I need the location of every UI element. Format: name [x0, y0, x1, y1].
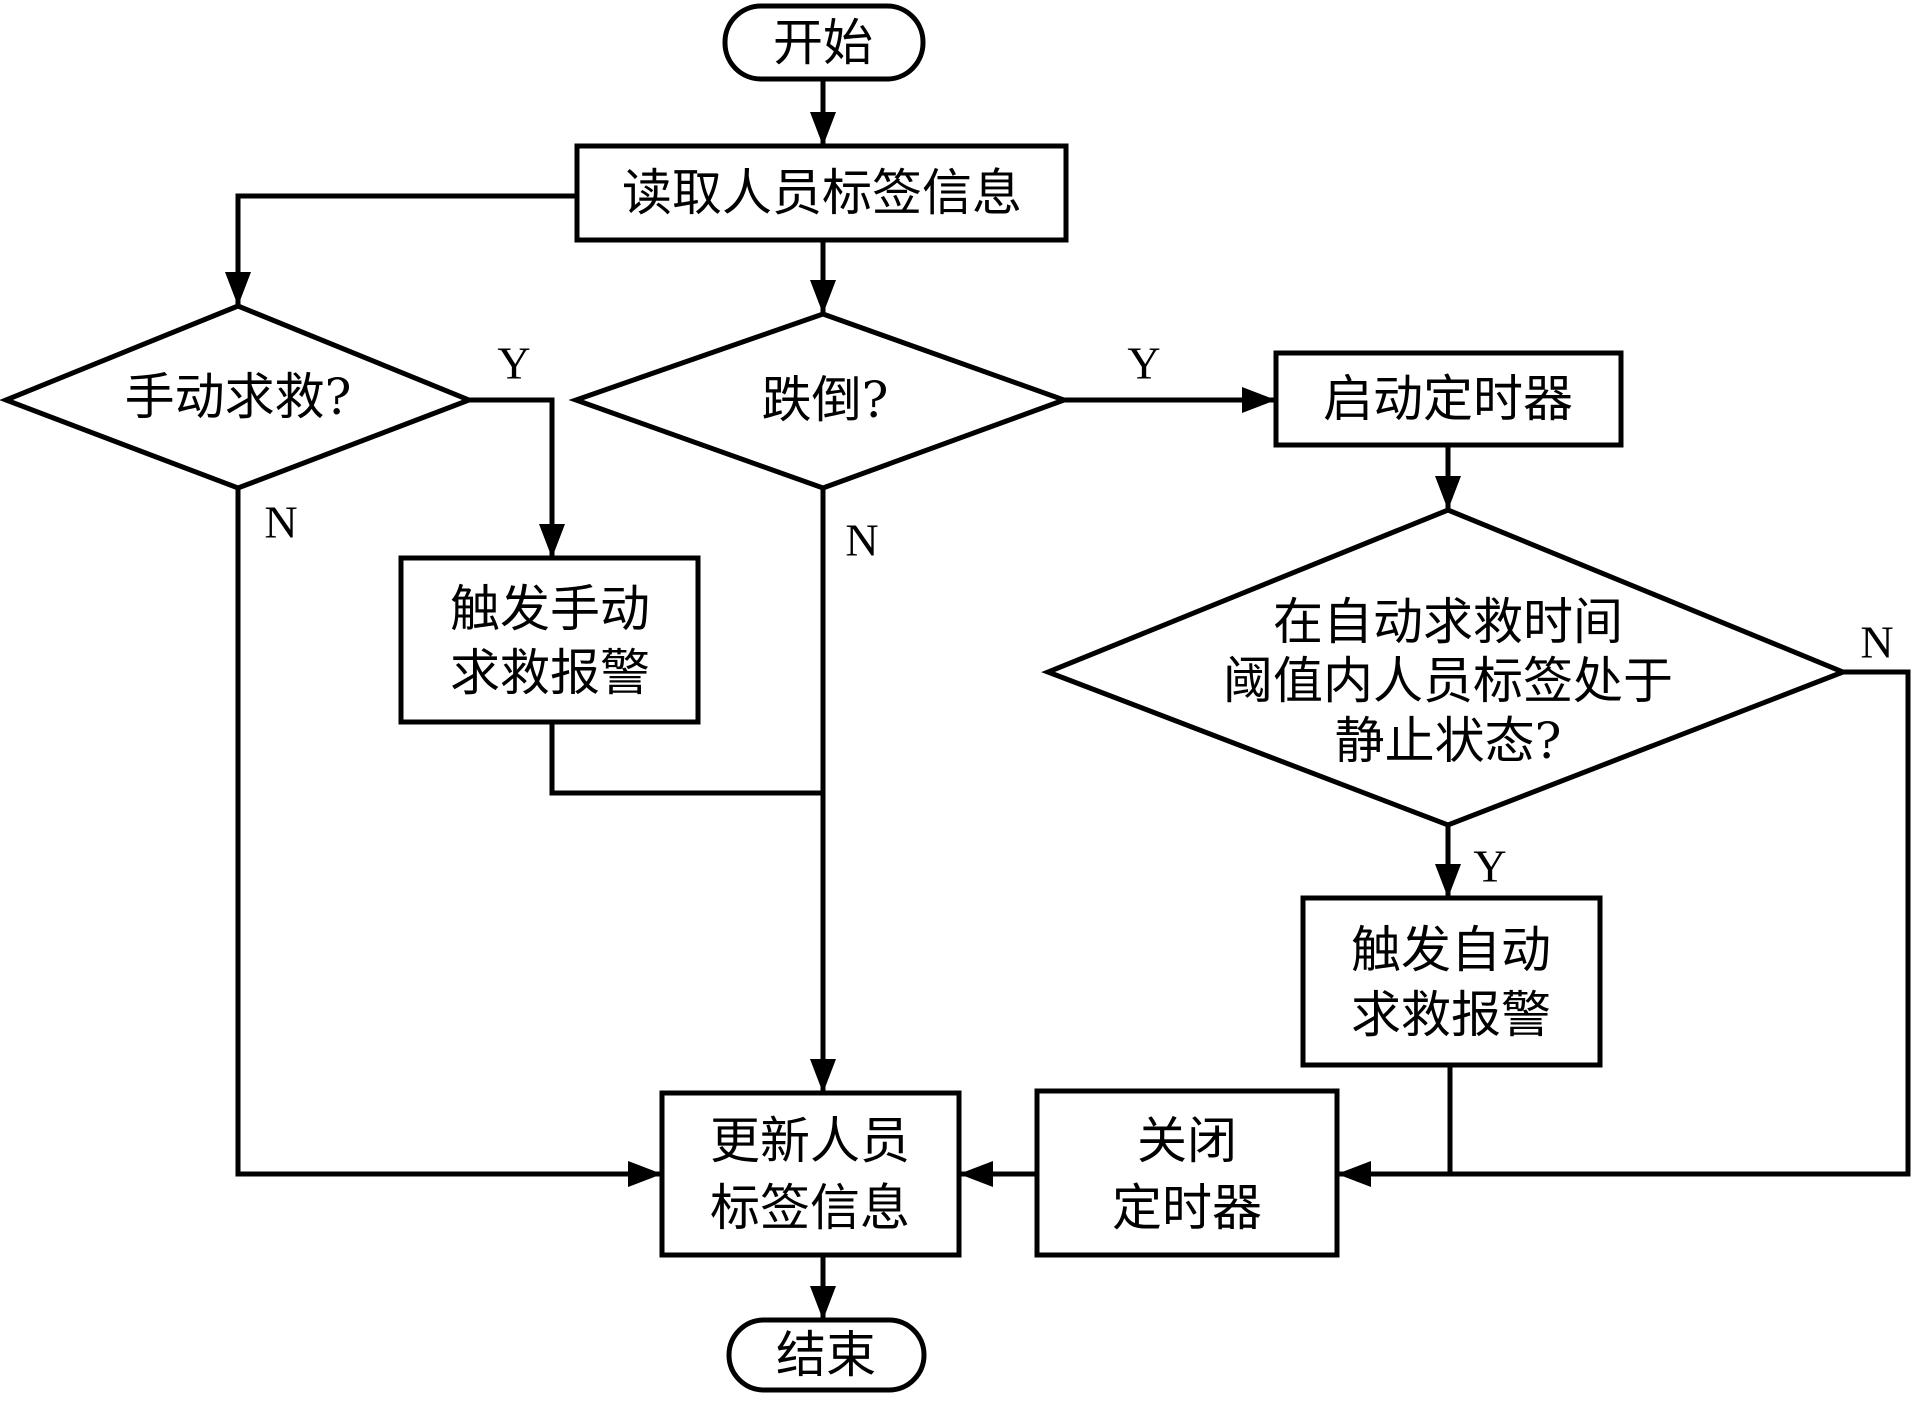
node-auto-alarm: 触发自动 求救报警 [1300, 895, 1603, 1068]
arrowhead-icon [959, 1161, 993, 1187]
node-close-timer: 关闭 定时器 [1034, 1088, 1340, 1258]
node-read-tag-label: 读取人员标签信息 [622, 164, 1022, 222]
node-close-timer-line-1: 关闭 [1137, 1112, 1237, 1170]
node-update-tag-line-2: 标签信息 [710, 1179, 910, 1237]
node-read-tag: 读取人员标签信息 [574, 143, 1069, 243]
node-start-label: 开始 [773, 14, 873, 72]
arrowhead-icon [810, 280, 836, 314]
label-static-no: N [1860, 617, 1893, 668]
node-static-check: 在自动求救时间 阈值内人员标签处于 静止状态? [1041, 507, 1850, 828]
arrowhead-icon [628, 1161, 662, 1187]
edge-manual-no [235, 488, 662, 1177]
edge-manual-yes [469, 397, 555, 558]
arrowhead-icon [1242, 387, 1276, 413]
node-start-timer-label: 启动定时器 [1323, 370, 1573, 428]
node-manual-alarm-line-1: 触发手动 [450, 580, 650, 638]
arrowhead-icon [1337, 1161, 1371, 1187]
node-manual-alarm: 触发手动 求救报警 [398, 555, 701, 725]
node-manual-alarm-line-2: 求救报警 [450, 644, 650, 702]
connectors [225, 79, 1911, 1320]
node-fall: 跌倒? [568, 311, 1072, 491]
arrowhead-icon [810, 112, 836, 146]
node-manual-help-label: 手动求救? [125, 368, 352, 426]
edge-manual-alarm-join [549, 722, 823, 796]
arrowhead-icon [1435, 864, 1461, 898]
node-static-check-line-3: 静止状态? [1335, 712, 1562, 770]
node-end-label: 结束 [776, 1326, 876, 1384]
node-update-tag-line-1: 更新人员 [710, 1112, 910, 1170]
label-manual-yes: Y [497, 338, 530, 389]
edge-static-no [1337, 669, 1911, 1177]
node-end: 结束 [726, 1317, 927, 1393]
node-start: 开始 [722, 3, 926, 82]
node-close-timer-line-2: 定时器 [1112, 1179, 1262, 1237]
node-static-check-line-2: 阈值内人员标签处于 [1223, 652, 1673, 710]
node-auto-alarm-line-1: 触发自动 [1351, 921, 1551, 979]
label-static-yes: Y [1473, 841, 1506, 892]
node-fall-label: 跌倒? [762, 371, 889, 429]
arrowhead-icon [539, 524, 565, 558]
node-auto-alarm-line-2: 求救报警 [1351, 986, 1551, 1044]
arrowhead-icon [1435, 476, 1461, 510]
arrowhead-icon [225, 272, 251, 306]
arrowhead-icon [810, 1059, 836, 1093]
label-fall-no: N [845, 515, 878, 566]
node-manual-help: 手动求救? [0, 303, 476, 491]
label-manual-no: N [264, 497, 297, 548]
node-update-tag: 更新人员 标签信息 [659, 1090, 962, 1258]
label-fall-yes: Y [1127, 338, 1160, 389]
node-start-timer: 启动定时器 [1273, 350, 1624, 448]
edge-labels: Y N Y N Y N [264, 338, 1893, 892]
arrowhead-icon [810, 1286, 836, 1320]
edge-read-manual [235, 193, 577, 306]
node-static-check-line-1: 在自动求救时间 [1273, 593, 1623, 651]
